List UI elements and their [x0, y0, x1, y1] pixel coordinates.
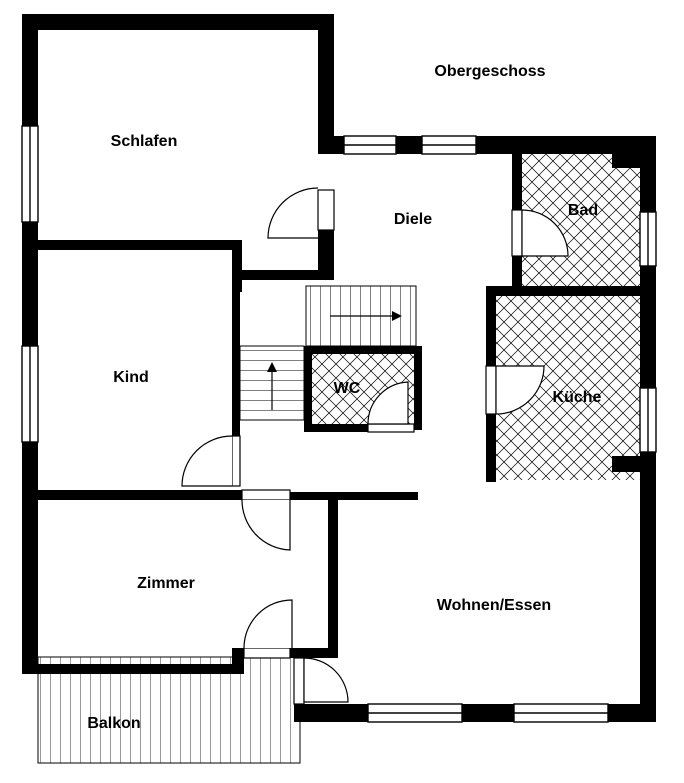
room-label-zimmer: Zimmer	[137, 575, 195, 592]
room-label-wohnen-essen: Wohnen/Essen	[437, 597, 551, 614]
room-label-kueche: Küche	[553, 389, 602, 406]
room-label-diele: Diele	[394, 211, 432, 228]
room-label-schlafen: Schlafen	[111, 133, 178, 150]
walls	[22, 14, 656, 722]
doors	[181, 187, 569, 705]
room-label-bad: Bad	[568, 202, 598, 219]
stair-arrow-right-head	[392, 311, 402, 321]
balcony-deck	[37, 656, 301, 764]
room-label-balkon: Balkon	[87, 715, 140, 732]
room-label-kind: Kind	[113, 369, 149, 386]
stair-arrow-up-head	[267, 362, 277, 372]
room-label-wc: WC	[334, 380, 361, 397]
floor-title: Obergeschoss	[434, 63, 545, 80]
windows	[21, 125, 657, 723]
